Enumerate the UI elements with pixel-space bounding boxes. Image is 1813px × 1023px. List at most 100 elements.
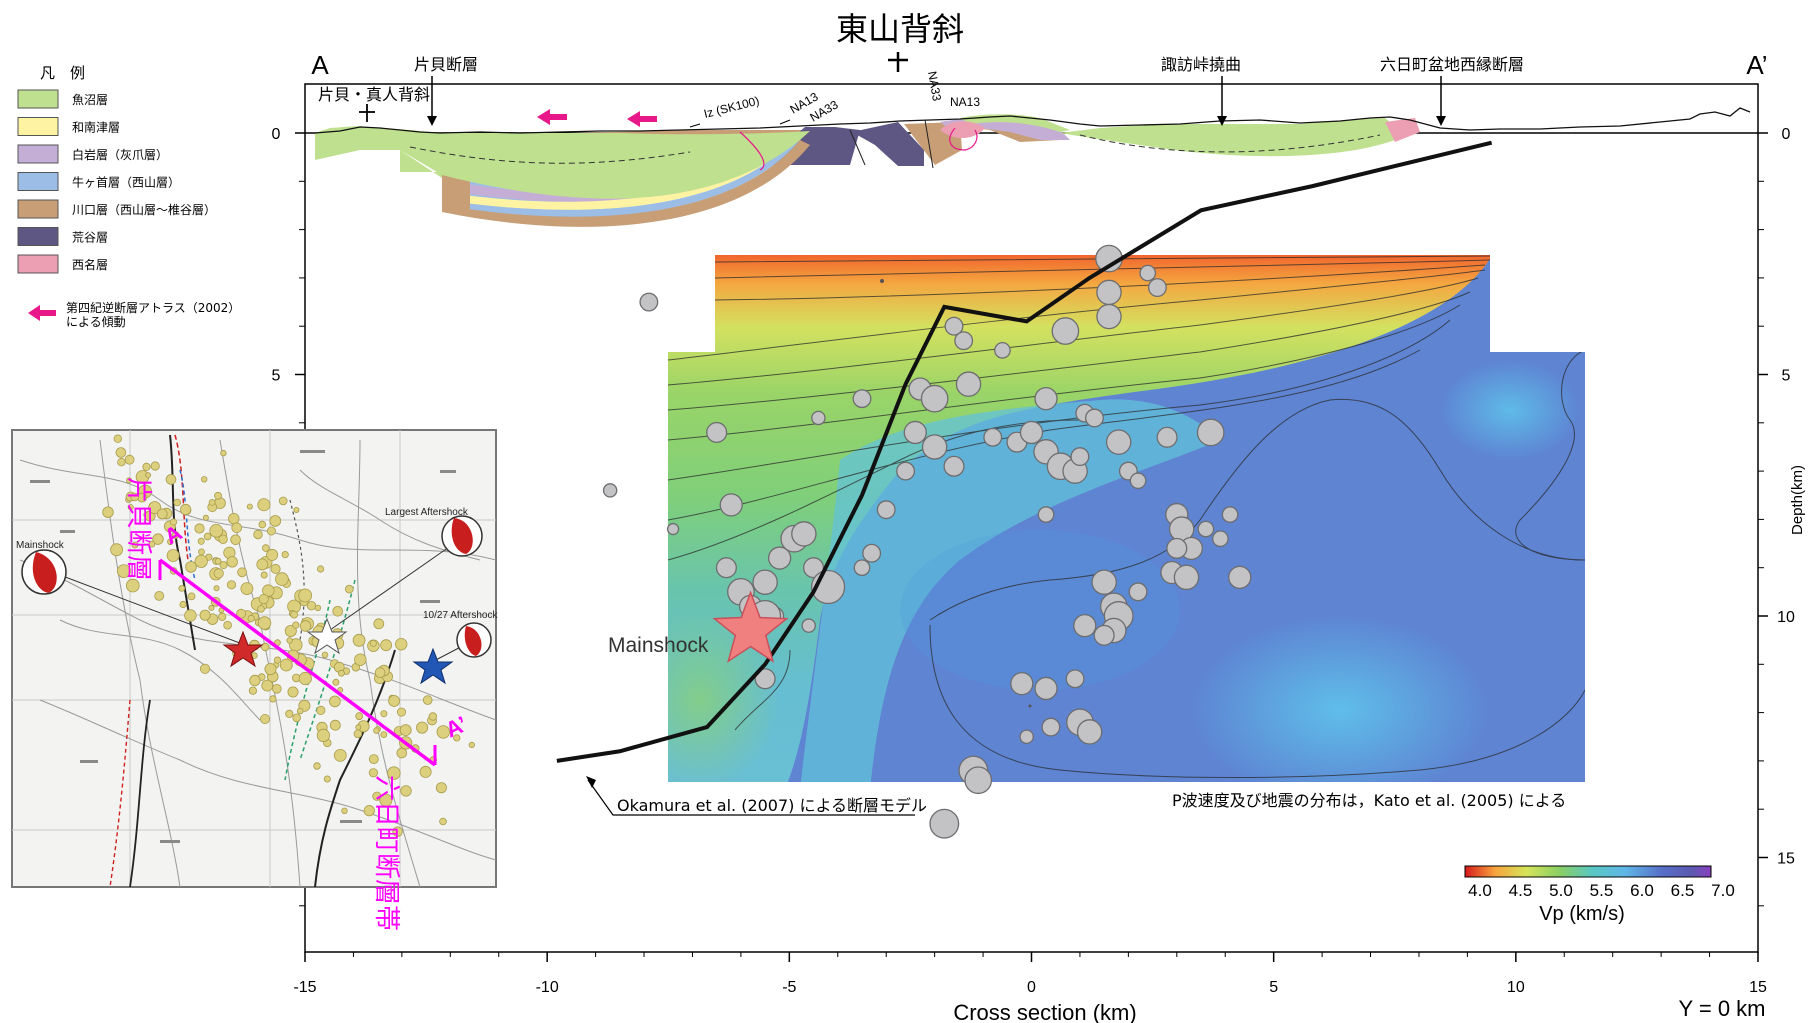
hypocenter-point: [1129, 472, 1147, 490]
hypocenter-point: [1166, 537, 1188, 559]
hypocenter-point: [719, 493, 743, 517]
hypocenter-point: [852, 389, 872, 409]
hypocenter-point: [1156, 426, 1178, 448]
inset-aftershock-dot: [299, 620, 312, 632]
hypocenter-point: [1212, 530, 1229, 548]
inset-aftershock-dot: [117, 564, 131, 578]
legend-item: 魚沼層: [17, 89, 108, 109]
inset-aftershock-dot: [355, 712, 364, 721]
inset-aftershock-dot: [422, 695, 433, 705]
hypocenter-point: [994, 341, 1011, 359]
inset-largest-aftershock-label: Largest Aftershock: [385, 507, 469, 518]
inset-aftershock-dot: [194, 554, 208, 568]
legend-item-label: 川口層（西山層～椎谷層）: [72, 202, 216, 217]
anticline-marker-icon: [359, 104, 375, 122]
inset-largest-aftershock-star-icon: [306, 617, 348, 655]
hypocenter-point: [1197, 520, 1215, 538]
inset-aftershock-dot: [218, 534, 228, 545]
tilt-arrow-icon: [28, 305, 56, 321]
legend-item: 西名層: [17, 254, 108, 274]
x-tick-label: -5: [782, 979, 796, 996]
hypocenter-point: [1076, 719, 1103, 745]
inset-aftershock-dot: [218, 612, 227, 621]
inset-aftershock-dot: [130, 492, 139, 502]
legend-item-label: 牛ヶ首層（西山層）: [72, 175, 180, 190]
inset-aftershock-dot: [208, 498, 216, 506]
inset-aftershock-dot: [281, 550, 289, 559]
inset-aftershock-dot: [292, 621, 300, 629]
inset-aftershock-dot: [253, 529, 263, 540]
hypocenter-point: [706, 421, 728, 444]
x-tick-label: -15: [293, 979, 316, 996]
inset-aftershock-dot: [197, 537, 205, 545]
inset-aftershock-dot: [248, 686, 257, 695]
colorbar-tick-label: 5.5: [1590, 881, 1614, 900]
legend-item-label: 西名層: [72, 257, 108, 272]
inset-aftershock-dot: [257, 605, 265, 613]
inset-aftershock-dot: [380, 639, 393, 652]
hypocenter-point: [1085, 408, 1104, 428]
inset-mainshock-label: Mainshock: [16, 540, 65, 551]
hypocenter-point: [1091, 569, 1117, 595]
inset-aftershock-dot: [264, 663, 277, 676]
inset-aftershock-dot: [314, 604, 322, 612]
inset-aftershock-dot: [395, 638, 408, 651]
inset-aftershock-dot: [223, 620, 232, 630]
inset-map: 片貝断層 六日町断層帯 A A’ Mainshock Largest After…: [11, 429, 498, 931]
y-tick-label: 0: [272, 126, 281, 143]
inset-aftershock-dot: [298, 671, 312, 686]
colorbar-label: Vp (km/s): [1539, 903, 1625, 925]
inset-aftershock-dot: [416, 721, 429, 734]
inset-aftershock-dot: [419, 765, 432, 778]
inset-aftershock-dot: [246, 503, 253, 510]
inset-aftershock-dot: [363, 805, 375, 817]
inset-aftershock-dot: [269, 695, 277, 703]
inset-aftershock-dot: [185, 561, 197, 573]
inset-aftershock-dot: [329, 719, 341, 731]
inset-aftershock-dot: [226, 556, 238, 568]
inset-aftershock-dot: [142, 462, 151, 471]
inset-aftershock-dot: [115, 447, 127, 458]
inset-aftershock-dot: [332, 605, 344, 617]
inset-aftershock-dot: [428, 712, 438, 721]
colorbar-tick-label: 5.0: [1549, 881, 1573, 900]
hypocenter-point: [862, 543, 882, 563]
inset-aftershock-dot: [261, 642, 270, 652]
inset-aftershock-dot: [194, 523, 205, 534]
inset-aftershock-dot: [166, 549, 180, 562]
hypocenter-point: [752, 569, 778, 595]
inset-aftershock-dot: [208, 604, 215, 611]
inset-aftershock-dot: [213, 585, 220, 592]
inset-aftershock-dot: [167, 538, 174, 545]
colorbar-tick-label: 4.0: [1468, 881, 1492, 900]
section-end-label: A’: [1746, 50, 1767, 80]
inset-aftershock-dot: [219, 561, 228, 570]
hypocenter-point: [1010, 671, 1034, 696]
inset-aftershock-dot: [249, 674, 261, 687]
legend-title: 凡 例: [40, 64, 85, 82]
hypocenter-point: [955, 371, 982, 397]
inset-aftershock-dot: [285, 709, 294, 719]
inset-aftershock-dot: [313, 762, 321, 770]
inset-aftershock-dot: [240, 582, 254, 595]
largest-aftershock-beachball-icon: [329, 515, 483, 631]
inset-aftershock-dot: [269, 515, 282, 527]
inset-aftershock-dot: [247, 614, 255, 623]
inset-aftershock-dot: [256, 558, 269, 571]
inset-aftershock-dot: [298, 588, 313, 603]
inset-aftershock-dot: [396, 747, 408, 759]
figure-title: 東山背斜: [836, 10, 964, 48]
inset-aftershock-dot: [179, 600, 187, 609]
down-arrow-icon: [1217, 116, 1227, 126]
legend-item-label: 和南津層: [72, 120, 120, 135]
hypocenter-point: [1070, 447, 1090, 467]
inset-aftershock-dot: [275, 572, 289, 586]
inset-oct27-star-icon: [412, 647, 454, 685]
inset-aftershock-dot: [380, 710, 388, 718]
legend-swatch: [17, 254, 59, 274]
inset-aftershock-dot: [316, 728, 330, 743]
inset-aftershock-dot: [468, 741, 475, 749]
hypocenter-point: [943, 455, 965, 477]
